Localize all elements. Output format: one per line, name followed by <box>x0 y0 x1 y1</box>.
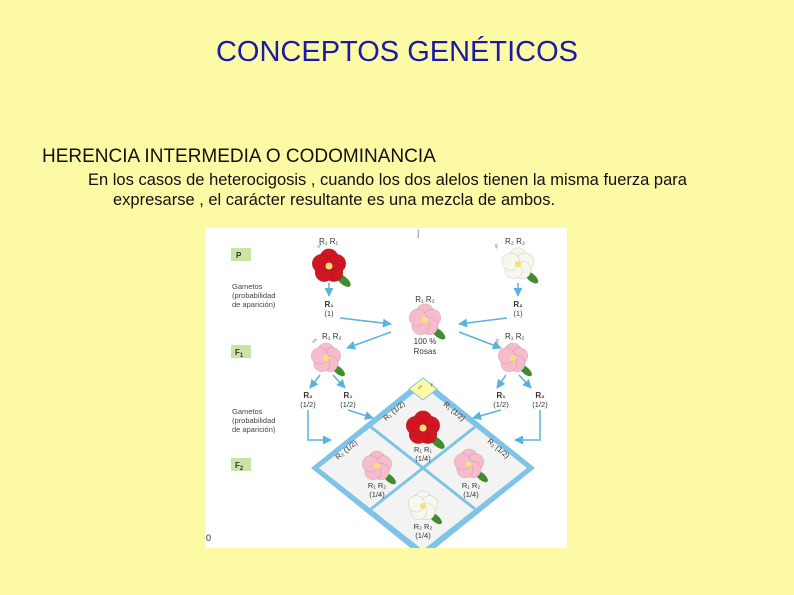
f1-gamete-left-1-prob: (1/2) <box>300 400 316 409</box>
arrow-into-square-top-right <box>472 409 502 421</box>
gametes-label-1: Gametos (probabilidad de aparición) <box>232 282 277 309</box>
cell-bottom-prob: (1/4) <box>415 531 431 540</box>
f1-gamete-left-2: R₁ <box>343 391 353 400</box>
arrow-f1-left-a <box>309 374 321 389</box>
arrow-to-center-left <box>339 317 392 328</box>
p-female-genotype: R₂ R₂ <box>505 237 525 246</box>
arrow-f1-left-b <box>332 374 346 389</box>
male-symbol-p: ♂ <box>316 241 323 251</box>
svg-text:F2: F2 <box>235 461 244 472</box>
arrow-f1-right-a <box>496 374 507 389</box>
f1-gamete-right-1: R₁ <box>496 391 506 400</box>
cross-diagram: | 0 P F1 F2 Gametos (probabilidad de apa… <box>206 228 548 548</box>
top-mark: | <box>417 228 419 238</box>
p-gamete-left-prob: (1) <box>324 309 334 318</box>
male-symbol-f1: ♂ <box>311 336 318 346</box>
f1-left-genotype: R₁ R₂ <box>322 332 342 341</box>
f1-gamete-right-1-prob: (1/2) <box>493 400 509 409</box>
svg-text:F1: F1 <box>235 348 244 359</box>
red-flower-parent <box>311 248 351 287</box>
arrow-f1-right-b <box>518 374 532 389</box>
pink-flower-f1-right <box>497 342 532 377</box>
p-gamete-left: R₁ <box>324 300 334 309</box>
arrow-center-to-f1-left <box>346 331 392 350</box>
center-genotype: R₁ R₂ <box>415 295 435 304</box>
arrow-into-square-right <box>514 410 541 445</box>
body-text-line-1: En los casos de heterocigosis , cuando l… <box>88 171 687 189</box>
pink-flower-center <box>408 303 446 340</box>
genetics-cross-figure: | 0 P F1 F2 Gametos (probabilidad de apa… <box>205 228 567 548</box>
p-gamete-right-prob: (1) <box>513 309 523 318</box>
p-gamete-right: R₂ <box>513 300 523 309</box>
white-flower-cell-bottom <box>407 490 442 525</box>
generation-label-f1: F1 <box>231 345 251 359</box>
cell-left-genotype: R₁ R₂ <box>368 481 386 490</box>
punnett-diamond: ♂ ♀ <box>311 377 535 548</box>
pink-flower-cell-left <box>361 450 396 485</box>
arrow-center-to-f1-right <box>458 331 502 350</box>
generation-label-f2: F2 <box>231 458 251 472</box>
red-flower-cell-top <box>405 410 445 449</box>
arrow-into-square-left <box>307 410 332 445</box>
center-percent: 100 % <box>414 337 437 346</box>
gametes-label-2: Gametos (probabilidad de aparición) <box>232 407 277 434</box>
f1-gamete-right-2: R₂ <box>535 391 545 400</box>
male-symbol-square: ♂ <box>417 383 423 392</box>
cell-top-genotype: R₁ R₁ <box>414 445 432 454</box>
f1-gamete-left-2-prob: (1/2) <box>340 400 356 409</box>
slide-title: CONCEPTOS GENÉTICOS <box>215 36 579 68</box>
arrow-into-square-top-left <box>347 409 374 420</box>
pink-flower-cell-right <box>453 448 488 483</box>
bottom-mark: 0 <box>206 533 211 543</box>
generation-label-p: P <box>231 248 251 261</box>
female-symbol-square: ♀ <box>429 382 434 389</box>
white-flower-parent <box>501 247 539 284</box>
center-phenotype: Rosas <box>414 347 437 356</box>
f1-gamete-left-1: R₂ <box>303 391 313 400</box>
pink-flower-f1-left <box>310 342 345 377</box>
female-symbol-p: ♀ <box>493 241 500 251</box>
slide-subtitle: HERENCIA INTERMEDIA O CODOMINANCIA <box>42 146 436 167</box>
cell-bottom-genotype: R₂ R₂ <box>414 522 433 531</box>
cell-top-prob: (1/4) <box>415 454 431 463</box>
f1-gamete-right-2-prob: (1/2) <box>532 400 548 409</box>
cell-right-prob: (1/4) <box>463 490 479 499</box>
body-text-line-2: expresarse , el carácter resultante es u… <box>113 191 556 209</box>
arrow-to-center-right <box>458 317 508 328</box>
female-symbol-f1: ♀ <box>494 336 501 346</box>
cell-left-prob: (1/4) <box>369 490 385 499</box>
cell-right-genotype: R₁ R₂ <box>462 481 480 490</box>
svg-text:P: P <box>236 251 242 260</box>
p-male-genotype: R₁ R₁ <box>319 237 338 246</box>
f1-right-genotype: R₁ R₂ <box>505 332 525 341</box>
